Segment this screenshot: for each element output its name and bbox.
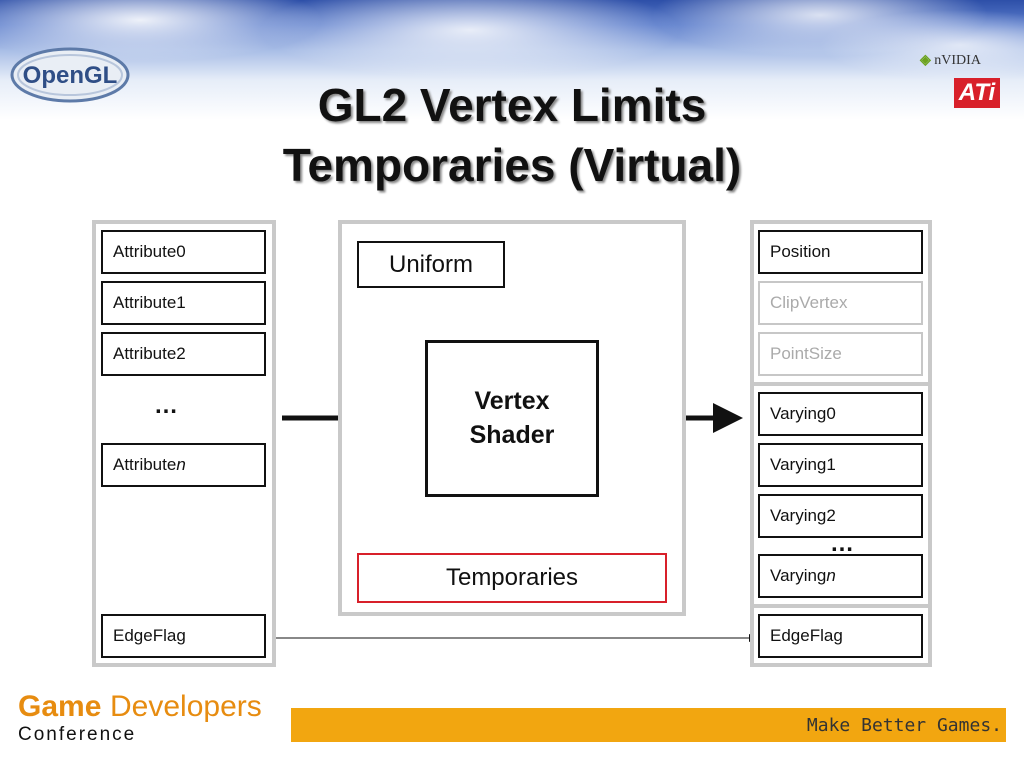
title-line-2: Temporaries (Virtual): [282, 139, 742, 191]
attribute0-label: Attribute0: [113, 242, 186, 261]
temporaries-box: Temporaries: [357, 553, 667, 603]
vertex-shader-line-1: Vertex: [474, 386, 550, 415]
attribute1-box: Attribute1: [101, 281, 266, 325]
nvidia-eye-icon: ◈: [920, 53, 931, 68]
attribute1-label: Attribute1: [113, 293, 186, 312]
sky-background: [0, 0, 1024, 210]
opengl-logo: OpenGL: [10, 47, 130, 103]
varying2-box: Varying2: [758, 494, 923, 538]
varying0-box: Varying0: [758, 392, 923, 436]
output-edgeflag-label: EdgeFlag: [770, 626, 843, 645]
vertex-shader-box: Vertex Shader: [425, 340, 599, 497]
uniform-label: Uniform: [388, 250, 473, 278]
varying1-label: Varying1: [770, 455, 836, 474]
varying-n-suffix: n: [826, 566, 836, 585]
attribute0-box: Attribute0: [101, 230, 266, 274]
gdc-logo-game: Game: [18, 690, 102, 723]
uniform-box: Uniform: [357, 241, 505, 288]
attribute-ellipsis: …: [154, 392, 178, 419]
footer-slogan: Make Better Games.: [806, 715, 1002, 736]
nvidia-logo: ◈ nVIDIA: [920, 52, 1022, 74]
attribute-n-suffix: n: [176, 455, 186, 474]
temporaries-label: Temporaries: [445, 564, 579, 591]
pointsize-label: PointSize: [770, 344, 842, 363]
varying1-box: Varying1: [758, 443, 923, 487]
input-edgeflag-label: EdgeFlag: [113, 626, 186, 645]
varying-n-prefix: Varying: [770, 566, 827, 585]
footer-bar: [291, 708, 1006, 742]
attribute2-box: Attribute2: [101, 332, 266, 376]
opengl-logo-text: OpenGL: [23, 62, 118, 89]
varying0-label: Varying0: [770, 404, 836, 423]
clipvertex-label: ClipVertex: [770, 293, 848, 312]
nvidia-logo-text: nVIDIA: [934, 53, 981, 68]
position-box: Position: [758, 230, 923, 274]
attribute2-label: Attribute2: [113, 344, 186, 363]
attribute-n-prefix: Attribute: [113, 455, 177, 474]
input-edgeflag-box: EdgeFlag: [101, 614, 266, 658]
position-label: Position: [770, 242, 831, 261]
title-line-1: GL2 Vertex Limits: [317, 79, 707, 131]
output-edgeflag-box: EdgeFlag: [758, 614, 923, 658]
gdc-logo-conference: Conference: [18, 724, 137, 745]
vertex-shader-line-2: Shader: [469, 420, 555, 449]
clipvertex-box: ClipVertex: [758, 281, 923, 325]
varying2-label: Varying2: [770, 506, 836, 525]
pointsize-box: PointSize: [758, 332, 923, 376]
varying-ellipsis: …: [830, 530, 854, 557]
ati-logo: ATi: [954, 78, 1000, 108]
gdc-logo-developers: Developers: [110, 690, 262, 723]
